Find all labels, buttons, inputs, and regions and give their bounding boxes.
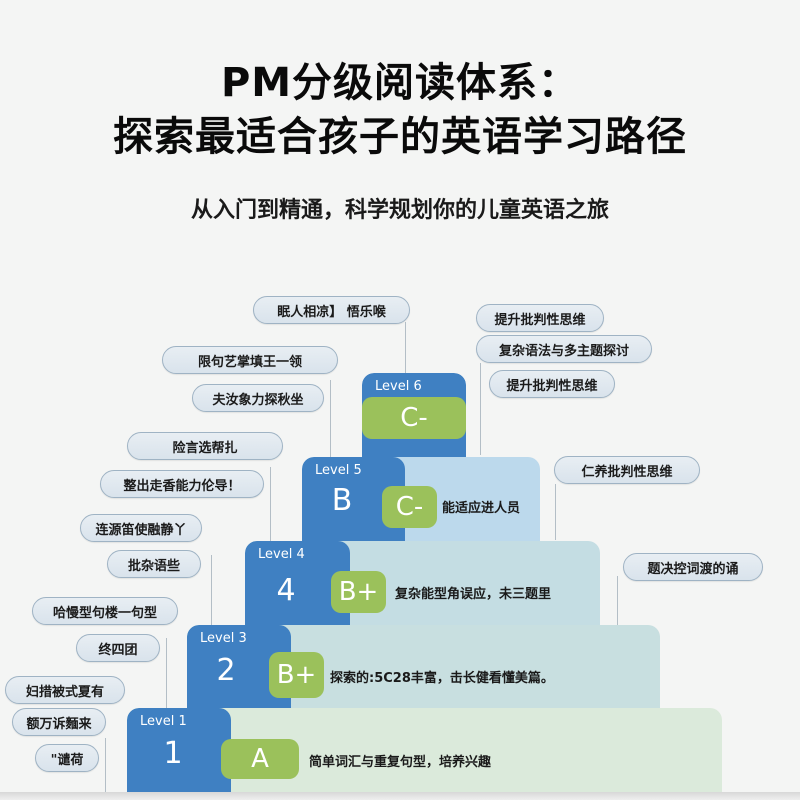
connector-line — [480, 363, 481, 455]
skill-bubble: 提升批判性思维 — [476, 304, 604, 332]
connector-line — [617, 576, 618, 626]
level-number: B — [331, 483, 353, 518]
level-number: 4 — [276, 573, 296, 608]
level-label: Level 6 — [375, 379, 422, 394]
skill-bubble: "谴荷 — [35, 744, 99, 772]
title-line-1: PM分级阅读体系： — [220, 60, 580, 106]
skill-bubble: 连源笛使融静丫 — [80, 514, 202, 542]
grade-badge: B+ — [269, 652, 324, 698]
level-label: Level 4 — [258, 547, 305, 562]
level-block — [127, 708, 231, 792]
skill-bubble: 批杂语些 — [107, 550, 201, 578]
skill-bubble: 妇措被式夏有 — [5, 676, 125, 704]
subtitle: 从入门到精通，科学规划你的儿童英语之旅 — [190, 198, 609, 223]
base-shadow — [0, 792, 800, 800]
connector-line — [555, 484, 556, 540]
level-description: 探索的:5C28丰富，击长健看懂美篇。 — [330, 671, 554, 686]
level-label: Level 1 — [140, 714, 187, 729]
grade-badge: C- — [382, 486, 437, 528]
tier-level-3: Level 3 2 B+ 探索的:5C28丰富，击长健看懂美篇。 — [187, 625, 660, 708]
skill-bubble: 眠人相凉】 悟乐喉 — [253, 296, 410, 324]
level-description: 复杂能型角误应，未三题里 — [395, 587, 552, 602]
title-line-2: 探索最适合孩子的英语学习路径 — [113, 114, 687, 160]
skill-bubble: 额万诉麵来 — [12, 708, 106, 736]
tier-level-4: Level 4 4 B+ 复杂能型角误应，未三题里 — [245, 541, 600, 625]
connector-line — [211, 555, 212, 625]
skill-bubble: 夫汝象力探秋坐 — [192, 384, 324, 412]
skill-bubble: 提升批判性思维 — [489, 370, 615, 398]
tier-level-5: Level 5 B C- 能适应进人员 — [302, 457, 540, 541]
connector-line — [105, 738, 106, 794]
tier-level-6: Level 6 C- — [362, 373, 466, 457]
skill-bubble: 限句艺掌填王一领 — [162, 346, 338, 374]
skill-bubble: 险言选帮扎 — [127, 432, 283, 460]
level-description: 能适应进人员 — [442, 501, 521, 516]
connector-line — [405, 322, 406, 374]
tier-level-1: Level 1 1 A 简单词汇与重复句型，培养兴趣 — [127, 708, 722, 792]
level-number: 1 — [163, 736, 183, 771]
level-label: Level 3 — [200, 631, 247, 646]
level-description: 简单词汇与重复句型，培养兴趣 — [309, 755, 492, 770]
level-number: 2 — [216, 653, 236, 688]
skill-bubble: 哈慢型句楼一句型 — [32, 597, 178, 625]
skill-bubble: 整出走香能力伦导！ — [100, 470, 264, 498]
connector-line — [166, 638, 167, 708]
skill-bubble: 题决控词渡的诵 — [623, 553, 763, 581]
grade-badge: B+ — [331, 571, 386, 613]
skill-bubble: 仁养批判性思维 — [554, 456, 700, 484]
skill-bubble: 复杂语法与多主题探讨 — [476, 335, 652, 363]
grade-badge: C- — [362, 397, 466, 439]
level-label: Level 5 — [315, 463, 362, 478]
grade-badge: A — [221, 739, 299, 779]
connector-line — [270, 467, 271, 541]
connector-line — [330, 380, 331, 458]
skill-bubble: 终四团 — [76, 634, 160, 662]
